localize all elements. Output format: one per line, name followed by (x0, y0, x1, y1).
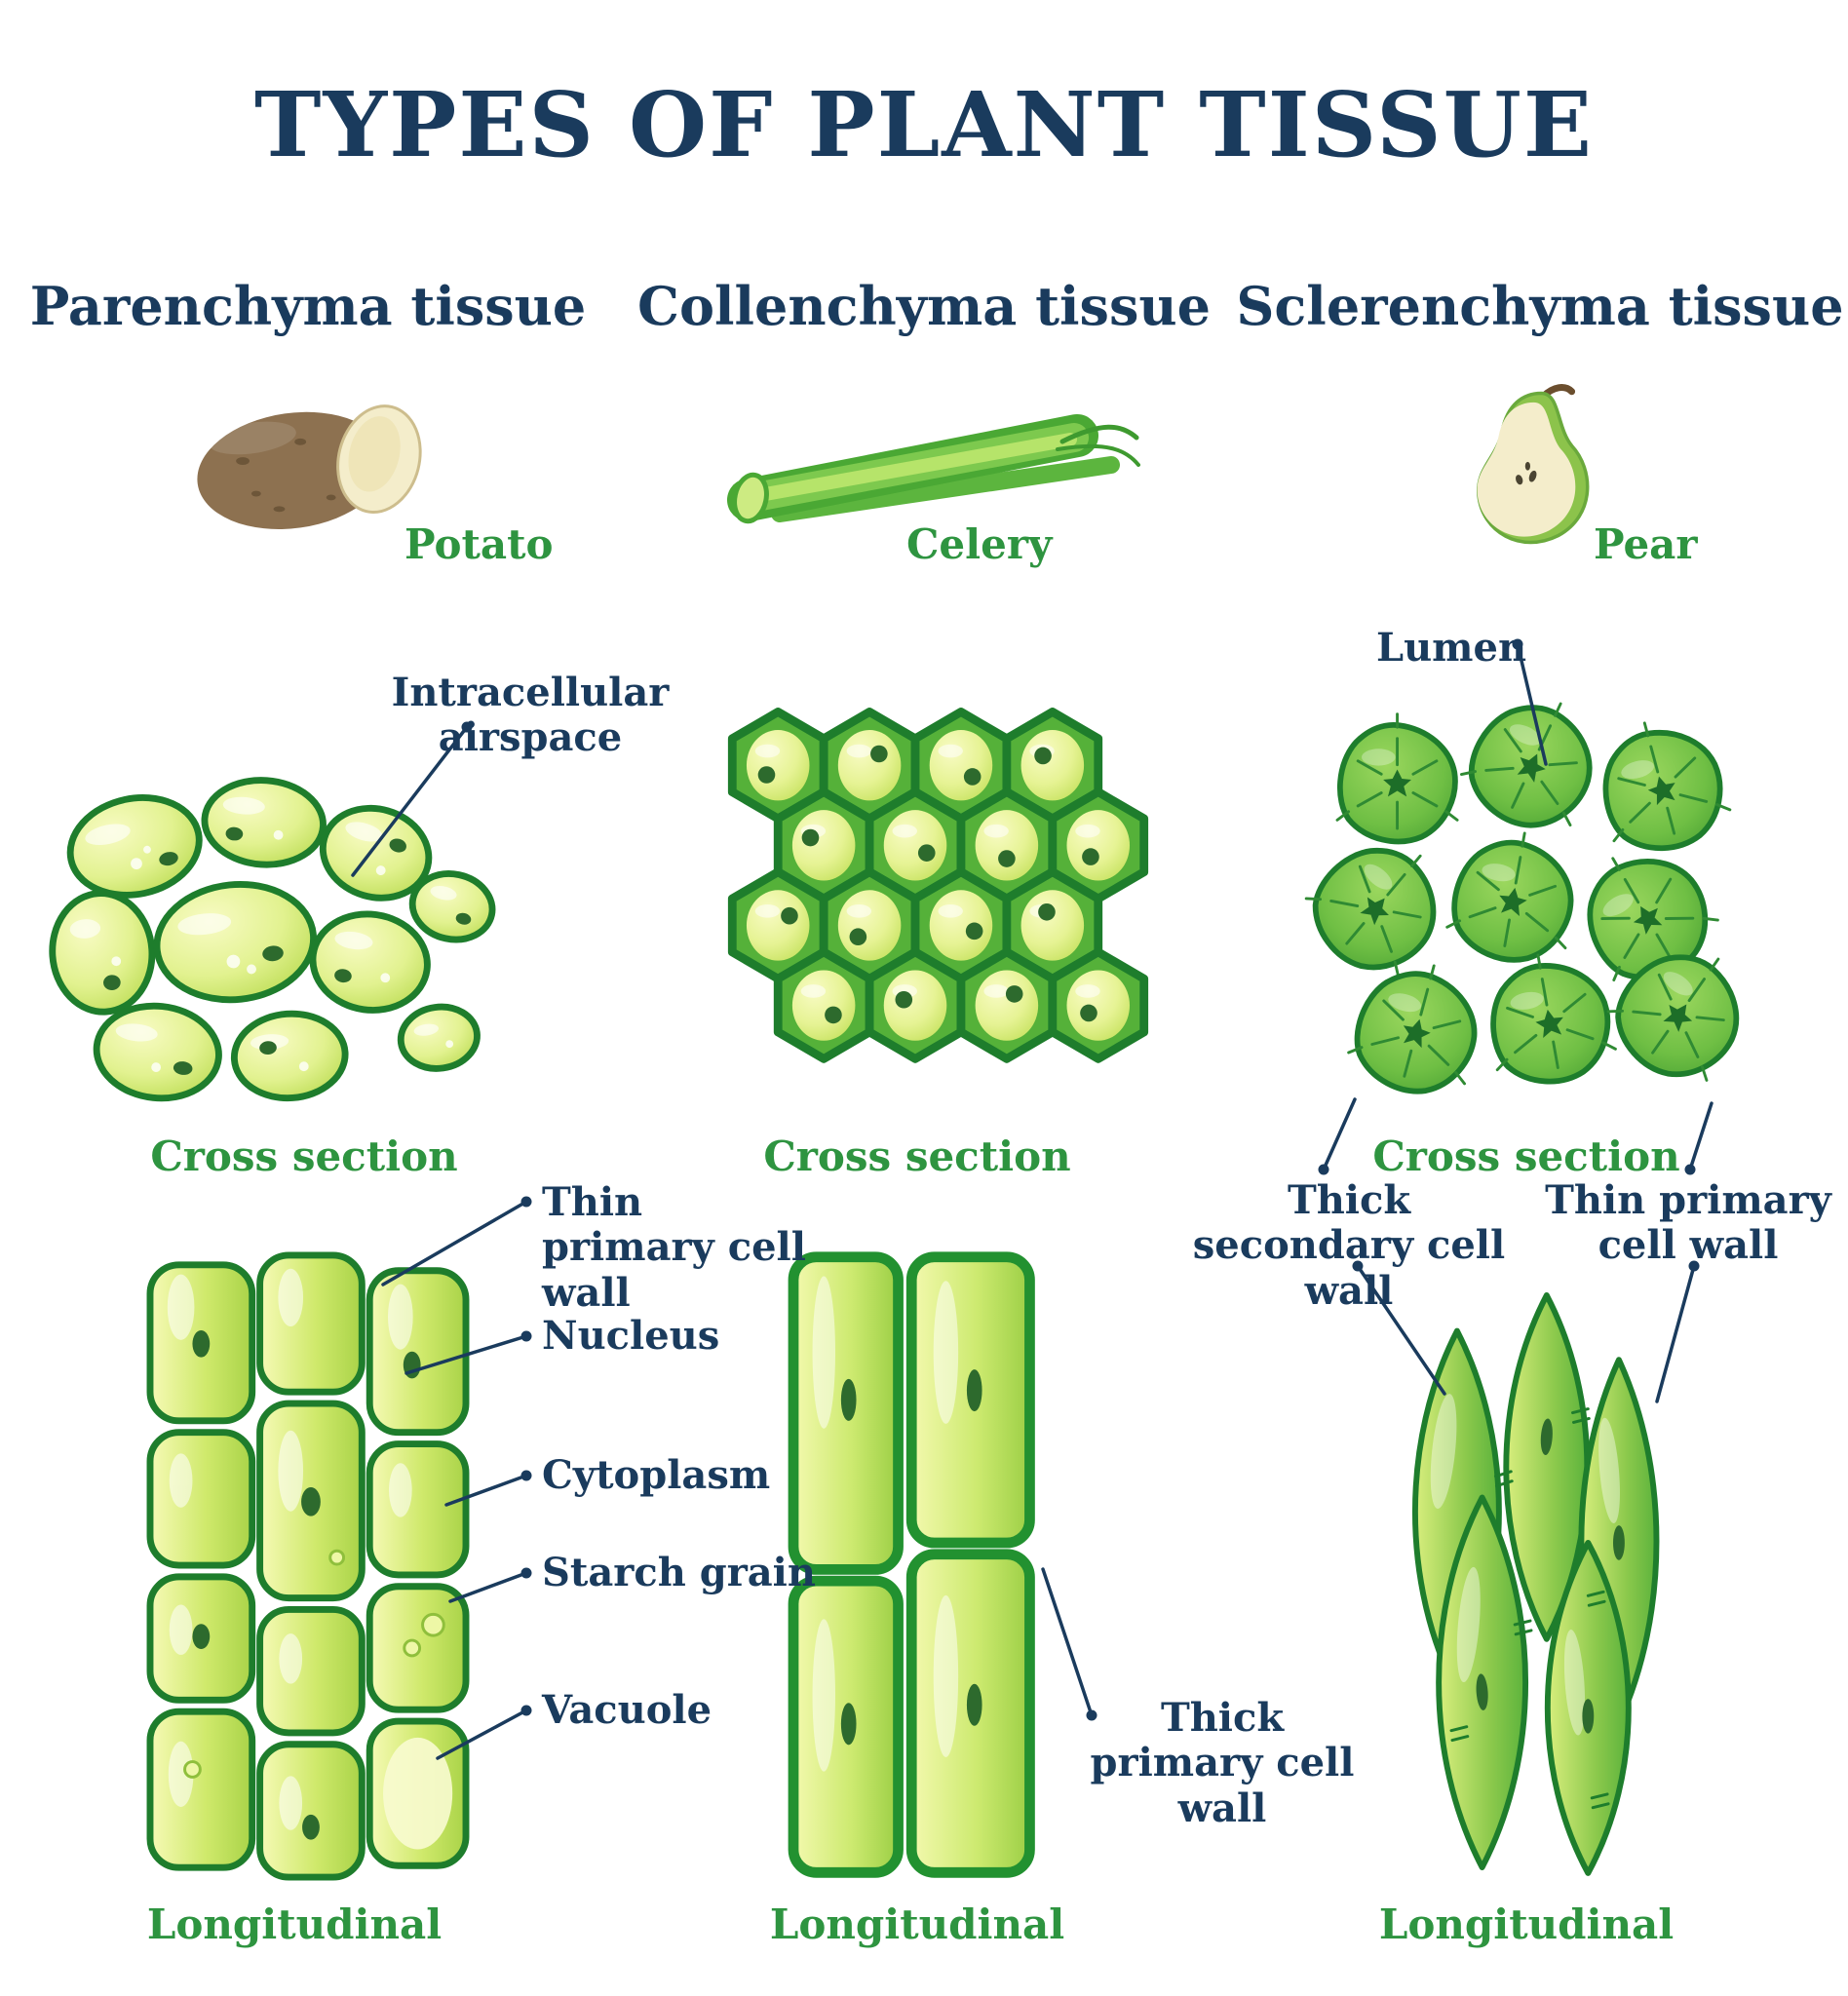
cross-section-label-collenchyma: Cross section (763, 1132, 1071, 1180)
annotation-intracellular-airspace: Intracellular airspace (391, 670, 670, 761)
annotation-starch-grain: Starch grain (542, 1550, 816, 1595)
collenchyma-cross-section-illustration (677, 689, 1155, 1118)
pear-illustration (1477, 384, 1590, 545)
sclerenchyma-longitudinal-illustration (1411, 1292, 1660, 1876)
heading-collenchyma: Collenchyma tissue (637, 275, 1211, 337)
annotation-thick-secondary-cell-wall: Thick secondary cell wall (1192, 1177, 1506, 1314)
annotation-vacuole: Vacuole (542, 1687, 712, 1733)
sclerenchyma-cross-section-illustration (1285, 682, 1782, 1123)
parenchyma-longitudinal-illustration (146, 1251, 470, 1881)
parenchyma-cross-section-illustration (49, 777, 496, 1102)
example-label-celery: Celery (906, 520, 1053, 568)
longitudinal-label-sclerenchyma: Longitudinal (1378, 1900, 1675, 1948)
annotation-thin-primary-cell-wall-parenchyma: Thin primary cell wall (542, 1179, 806, 1316)
page-title: TYPES OF PLANT TISSUE (254, 72, 1594, 177)
cross-section-label-parenchyma: Cross section (150, 1132, 458, 1180)
cross-section-label-sclerenchyma: Cross section (1372, 1132, 1680, 1180)
annotation-nucleus: Nucleus (542, 1313, 720, 1359)
collenchyma-longitudinal-illustration (788, 1251, 1035, 1878)
annotation-lumen: Lumen (1375, 625, 1527, 671)
example-label-potato: Potato (404, 520, 554, 568)
annotation-cytoplasm: Cytoplasm (542, 1452, 771, 1498)
example-label-pear: Pear (1594, 520, 1698, 568)
longitudinal-label-collenchyma: Longitudinal (769, 1900, 1065, 1948)
annotation-thin-primary-cell-wall-sclerenchyma: Thin primary cell wall (1545, 1177, 1831, 1269)
annotation-thick-primary-cell-wall: Thick primary cell wall (1090, 1695, 1355, 1831)
celery-illustration (727, 414, 1140, 524)
heading-parenchyma: Parenchyma tissue (29, 275, 587, 337)
longitudinal-label-parenchyma: Longitudinal (146, 1900, 443, 1948)
potato-illustration (197, 404, 422, 529)
heading-sclerenchyma: Sclerenchyma tissue (1236, 275, 1844, 337)
